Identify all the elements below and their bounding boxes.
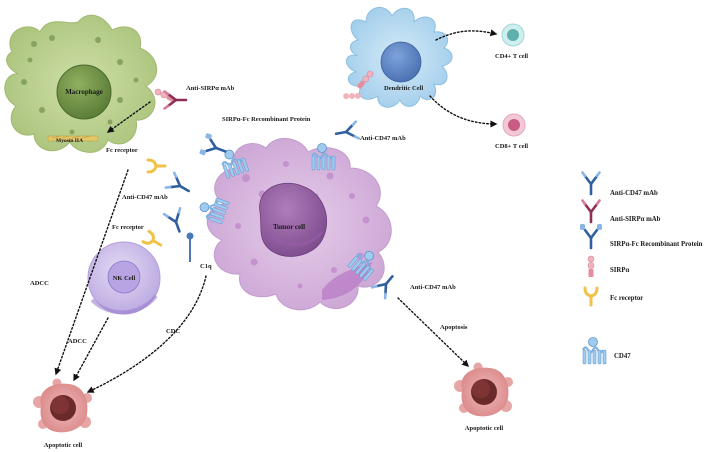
anti-sirpa-mab-icon xyxy=(581,199,601,224)
fc-receptor-nk-label: Fc receptor xyxy=(112,224,144,231)
apoptotic-cell-left xyxy=(33,378,92,433)
legend-item: Anti-SIRPα mAb xyxy=(581,199,661,224)
c1q-label: C1q xyxy=(200,263,212,270)
legend-item: CD47 xyxy=(581,336,631,366)
fc-receptor-macrophage-label: Fc receptor xyxy=(106,147,138,154)
legend-item: Anti-CD47 mAb xyxy=(581,171,658,197)
dc-to-cd8-arrow xyxy=(429,95,498,128)
anti-cd47-bound-left xyxy=(164,171,195,200)
legend-item: Fc receptor xyxy=(583,286,643,307)
cd4-t-cell xyxy=(501,23,525,47)
svg-text:Fc receptor: Fc receptor xyxy=(610,295,643,302)
dc-anti-sirpa xyxy=(343,92,361,100)
legend-item: SIRPα-Fc Recombinant Protein xyxy=(578,222,703,250)
macrophage-cell xyxy=(4,14,157,153)
anti-sirpa-mab-macrophage xyxy=(163,90,188,110)
svg-text:Anti-CD47 mAb: Anti-CD47 mAb xyxy=(610,190,658,197)
sirpa-icon xyxy=(587,255,595,278)
legend-item: SIRPα xyxy=(587,255,629,278)
inhibit-signal-arrow xyxy=(106,101,151,133)
svg-text:CD47: CD47 xyxy=(614,353,631,360)
dendritic-cell-label: Dendritic Cell xyxy=(384,85,423,92)
svg-text:SIRPα-Fc Recombinant Protein: SIRPα-Fc Recombinant Protein xyxy=(610,241,703,248)
apoptosis-label: Apoptosis xyxy=(440,324,468,331)
c1q-binding xyxy=(186,232,194,262)
sirpa-fc-bound-top xyxy=(197,131,231,164)
anti-cd47-nk-bridge xyxy=(162,206,189,236)
adcc-macrophage-arrow xyxy=(54,169,129,376)
anti-cd47-mab-icon xyxy=(581,171,601,196)
anti-cd47-left-label: Anti-CD47 mAb xyxy=(122,194,168,201)
cd4-label: CD4+ T cell xyxy=(495,53,528,60)
svg-text:Anti-SIRPα mAb: Anti-SIRPα mAb xyxy=(610,216,661,223)
sirpa-fc-top-label: SIRPα-Fc Recombinant Protein xyxy=(222,116,311,123)
tumor-cell-label: Tumor cell xyxy=(273,223,305,231)
apoptotic-cell-right xyxy=(454,362,513,417)
macrophage-fc-receptor xyxy=(146,158,167,174)
cdc-arrow xyxy=(86,275,207,393)
adcc-nk-arrow xyxy=(73,317,109,382)
anti-cd47-top-label: Anti-CD47 mAb xyxy=(360,135,406,142)
cd47-icon xyxy=(581,336,608,366)
apoptosis-arrow xyxy=(397,297,470,367)
nk-fc-receptor xyxy=(141,229,166,252)
anti-cd47-bound-top xyxy=(333,120,361,144)
sirpa-fc-protein-icon xyxy=(578,222,604,250)
tumor-cell xyxy=(206,138,392,311)
fc-receptor-icon xyxy=(583,286,599,307)
svg-text:SIRPα: SIRPα xyxy=(610,267,629,274)
cdc-label: CDC xyxy=(166,328,180,335)
macrophage-sirpa xyxy=(153,87,176,104)
nk-cell-label: NK Cell xyxy=(113,275,136,282)
anti-sirpa-top-label: Anti-SIRPα mAb xyxy=(186,85,235,92)
apoptotic-right-label: Apoptotic cell xyxy=(465,425,504,432)
dc-to-cd4-arrow xyxy=(435,29,498,41)
adcc-left-label: ADCC xyxy=(30,280,49,287)
nk-cell xyxy=(87,241,161,315)
cd8-label: CD8+ T cell xyxy=(495,143,528,150)
cd8-t-cell xyxy=(502,113,526,137)
macrophage-label: Macrophage xyxy=(65,88,103,96)
anti-cd47-bottom-label: Anti-CD47 mAb xyxy=(410,284,456,291)
legend: Anti-CD47 mAb Anti-SIRPα mAb SIRPα-Fc Re… xyxy=(578,171,703,366)
myosin-iia-label: Myosin IIA xyxy=(56,138,83,144)
dendritic-cell xyxy=(346,7,453,108)
adcc-nk-label: ADCC xyxy=(68,338,87,345)
apoptotic-left-label: Apoptotic cell xyxy=(44,442,83,449)
